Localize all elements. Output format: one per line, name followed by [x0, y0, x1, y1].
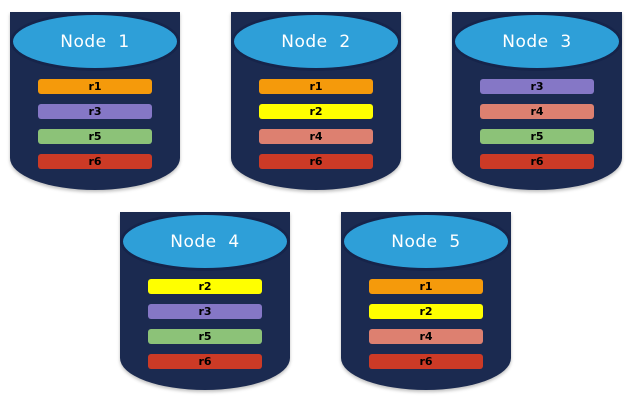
replica-bar[interactable]: r2: [259, 104, 373, 119]
node-label: Node 1: [60, 32, 130, 52]
replica-bar[interactable]: r4: [480, 104, 594, 119]
replica-stack: r3 r4 r5 r6: [452, 79, 622, 169]
cylinder-top-surface: [455, 15, 619, 68]
replica-stack: r1 r3 r5 r6: [10, 79, 180, 169]
cylinder-top-surface: [344, 215, 508, 268]
node-label: Node 3: [502, 32, 572, 52]
replica-bar[interactable]: r6: [148, 354, 262, 369]
replica-bar[interactable]: r4: [259, 129, 373, 144]
cylinder-top-surface: [13, 15, 177, 68]
replica-bar[interactable]: r3: [38, 104, 152, 119]
replica-bar[interactable]: r6: [480, 154, 594, 169]
replica-bar[interactable]: r5: [480, 129, 594, 144]
replica-bar[interactable]: r1: [369, 279, 483, 294]
replica-bar[interactable]: r5: [148, 329, 262, 344]
node-1[interactable]: Node 1 r1 r3 r5 r6: [10, 12, 180, 190]
replica-bar[interactable]: r6: [38, 154, 152, 169]
node-4[interactable]: Node 4 r2 r3 r5 r6: [120, 212, 290, 390]
replica-bar[interactable]: r6: [259, 154, 373, 169]
node-label: Node 5: [391, 232, 461, 252]
replica-bar[interactable]: r1: [38, 79, 152, 94]
node-label: Node 4: [170, 232, 240, 252]
replica-bar[interactable]: r3: [480, 79, 594, 94]
replica-bar[interactable]: r4: [369, 329, 483, 344]
replica-stack: r2 r3 r5 r6: [120, 279, 290, 369]
replica-bar[interactable]: r5: [38, 129, 152, 144]
cylinder-top-surface: [123, 215, 287, 268]
node-label: Node 2: [281, 32, 351, 52]
replica-bar[interactable]: r3: [148, 304, 262, 319]
node-3[interactable]: Node 3 r3 r4 r5 r6: [452, 12, 622, 190]
node-2[interactable]: Node 2 r1 r2 r4 r6: [231, 12, 401, 190]
cylinder-top-surface: [234, 15, 398, 68]
replica-bar[interactable]: r2: [369, 304, 483, 319]
replica-stack: r1 r2 r4 r6: [341, 279, 511, 369]
replica-bar[interactable]: r2: [148, 279, 262, 294]
replica-stack: r1 r2 r4 r6: [231, 79, 401, 169]
replica-bar[interactable]: r1: [259, 79, 373, 94]
node-5[interactable]: Node 5 r1 r2 r4 r6: [341, 212, 511, 390]
replica-bar[interactable]: r6: [369, 354, 483, 369]
